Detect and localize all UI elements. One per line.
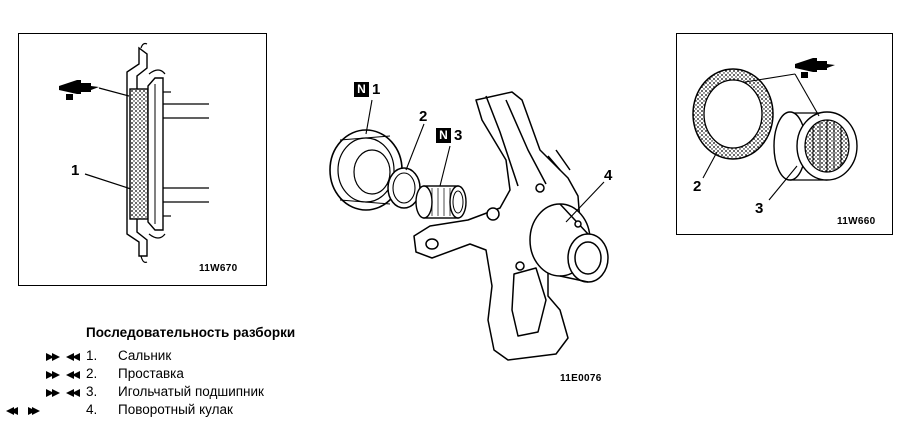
callout-3-right: 3 bbox=[755, 200, 764, 217]
sequence-item-number: 4. bbox=[86, 402, 98, 417]
install-arrows-icon bbox=[6, 407, 40, 415]
grease-gun-icon bbox=[59, 80, 130, 100]
new-part-mark-3: N bbox=[436, 128, 451, 143]
needle-bearing-greased bbox=[773, 111, 858, 181]
seal-detail-panel: 1 11W670 bbox=[18, 33, 267, 286]
callout-4: 4 bbox=[604, 167, 613, 184]
sequence-item-number: 1. bbox=[86, 348, 98, 363]
figure-code-center: 11E0076 bbox=[560, 373, 602, 384]
remove-arrows-icon bbox=[46, 389, 80, 397]
spacer-ring-part bbox=[387, 167, 421, 209]
sequence-item-text: Игольчатый подшипник bbox=[118, 384, 264, 399]
sequence-item: 2. Проставка bbox=[0, 366, 300, 384]
callout-1-left: 1 bbox=[71, 162, 80, 179]
sequence-item: 4. Поворотный кулак bbox=[0, 402, 300, 420]
remove-arrows-icon bbox=[46, 353, 80, 361]
sequence-item: 3. Игольчатый подшипник bbox=[0, 384, 300, 402]
steering-knuckle-part bbox=[413, 91, 609, 361]
needle-bearing-part bbox=[415, 185, 467, 219]
callout-3: 3 bbox=[454, 127, 463, 144]
figure-code-right: 11W660 bbox=[837, 216, 876, 227]
grease-gun-icon bbox=[795, 58, 835, 78]
spacer-ring-greased bbox=[692, 68, 774, 160]
seal-detail-drawing bbox=[59, 42, 209, 263]
bearing-detail-drawing bbox=[692, 58, 858, 201]
oil-seal-part bbox=[329, 129, 403, 211]
callout-1: 1 bbox=[372, 81, 381, 98]
sequence-item-text: Поворотный кулак bbox=[118, 402, 233, 417]
sequence-item-text: Проставка bbox=[118, 366, 184, 381]
new-part-mark-1: N bbox=[354, 82, 369, 97]
sequence-item-text: Сальник bbox=[118, 348, 172, 363]
sequence-title: Последовательность разборки bbox=[86, 325, 296, 340]
remove-arrows-icon bbox=[46, 371, 80, 379]
sequence-item-number: 3. bbox=[86, 384, 98, 399]
figure-code-left: 11W670 bbox=[199, 263, 238, 274]
bearing-detail-panel: 2 3 11W660 bbox=[676, 33, 893, 235]
sequence-item: 1. Сальник bbox=[0, 348, 300, 366]
sequence-item-number: 2. bbox=[86, 366, 98, 381]
callout-2-right: 2 bbox=[693, 178, 702, 195]
callout-2: 2 bbox=[419, 108, 428, 125]
